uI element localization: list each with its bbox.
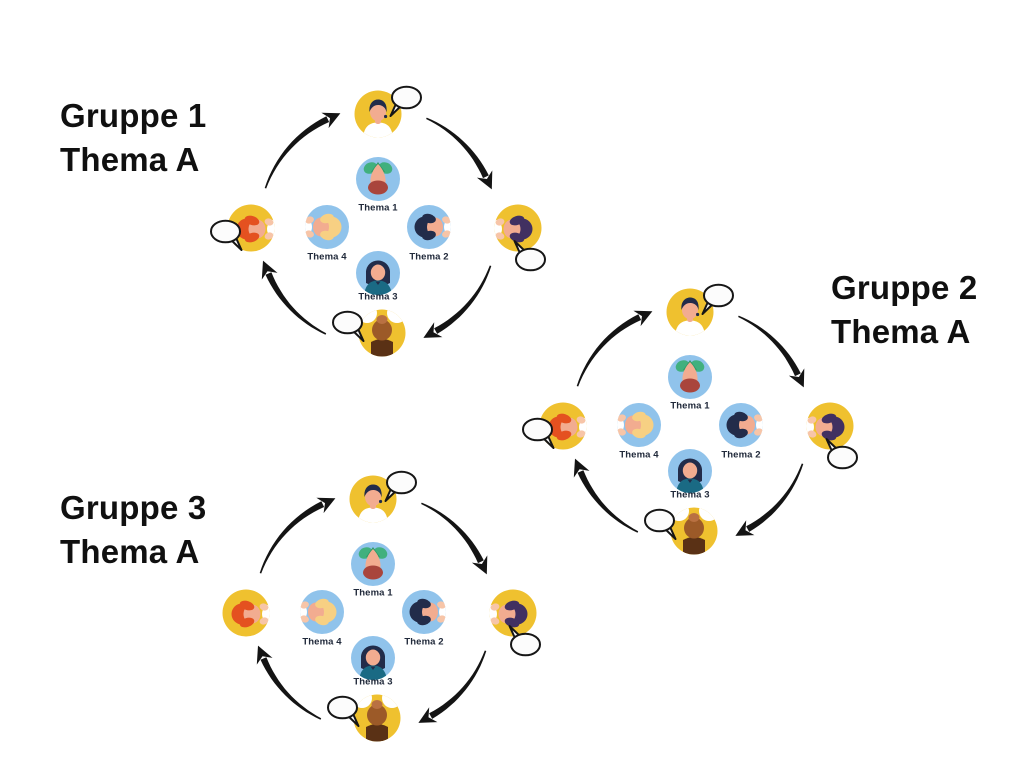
group-title-line2: Thema A [60,533,200,570]
rotation-arrows-icon [203,467,543,757]
group-title-line2: Thema A [60,141,200,178]
participant-avatar-right [804,400,857,453]
participant-avatar-right [492,202,545,255]
topic-avatar-thema-4 [302,202,352,252]
topic-avatar-thema-3 [353,248,403,298]
rotation-arrows-icon [208,82,548,372]
speech-bubble-icon [208,219,248,253]
topic-avatar-thema-3 [348,633,398,683]
speech-bubble-icon [642,508,682,542]
speech-bubble-icon [696,283,736,317]
participant-avatar-left [225,202,278,255]
rotation-arrows-icon [520,280,860,570]
group-title-line2: Thema A [831,313,971,350]
topic-label: Thema 1 [358,202,398,214]
group-title-line1: Gruppe 2 [831,269,978,306]
speech-bubble-icon [379,470,419,504]
topic-label: Thema 4 [619,449,659,461]
speech-bubble-icon [508,238,548,272]
topic-avatar-thema-2 [716,400,766,450]
speech-bubble-icon [330,310,370,344]
topic-avatar-thema-4 [614,400,664,450]
speech-bubble-icon [503,623,543,657]
topic-label: Thema 3 [670,489,710,501]
participant-avatar-top [347,473,400,526]
topic-avatar-thema-3 [665,446,715,496]
group-title: Gruppe 1 Thema A [60,94,206,182]
participant-avatar-bottom [351,692,404,745]
participant-avatar-left [220,587,273,640]
participant-avatar-bottom [356,307,409,360]
topic-avatar-thema-4 [297,587,347,637]
speech-bubble-icon [325,695,365,729]
topic-label: Thema 2 [404,636,444,648]
participant-avatar-top [352,88,405,141]
speech-bubble-icon [384,85,424,119]
topic-avatar-thema-2 [404,202,454,252]
topic-label: Thema 3 [353,676,393,688]
topic-label: Thema 3 [358,291,398,303]
group-title: Gruppe 3 Thema A [60,486,206,574]
topic-avatar-thema-1 [665,352,715,402]
topic-avatar-thema-1 [353,154,403,204]
participant-avatar-top [664,286,717,339]
group-title: Gruppe 2 Thema A [831,266,977,354]
topic-label: Thema 2 [409,251,449,263]
speech-bubble-icon [520,417,560,451]
topic-label: Thema 1 [670,400,710,412]
topic-avatar-thema-1 [348,539,398,589]
topic-label: Thema 2 [721,449,761,461]
group-title-line1: Gruppe 1 [60,97,207,134]
speech-bubble-icon [820,436,860,470]
topic-label: Thema 4 [307,251,347,263]
participant-avatar-right [487,587,540,640]
topic-label: Thema 1 [353,587,393,599]
topic-label: Thema 4 [302,636,342,648]
participant-avatar-bottom [668,505,721,558]
group-title-line1: Gruppe 3 [60,489,207,526]
participant-avatar-left [537,400,590,453]
topic-avatar-thema-2 [399,587,449,637]
